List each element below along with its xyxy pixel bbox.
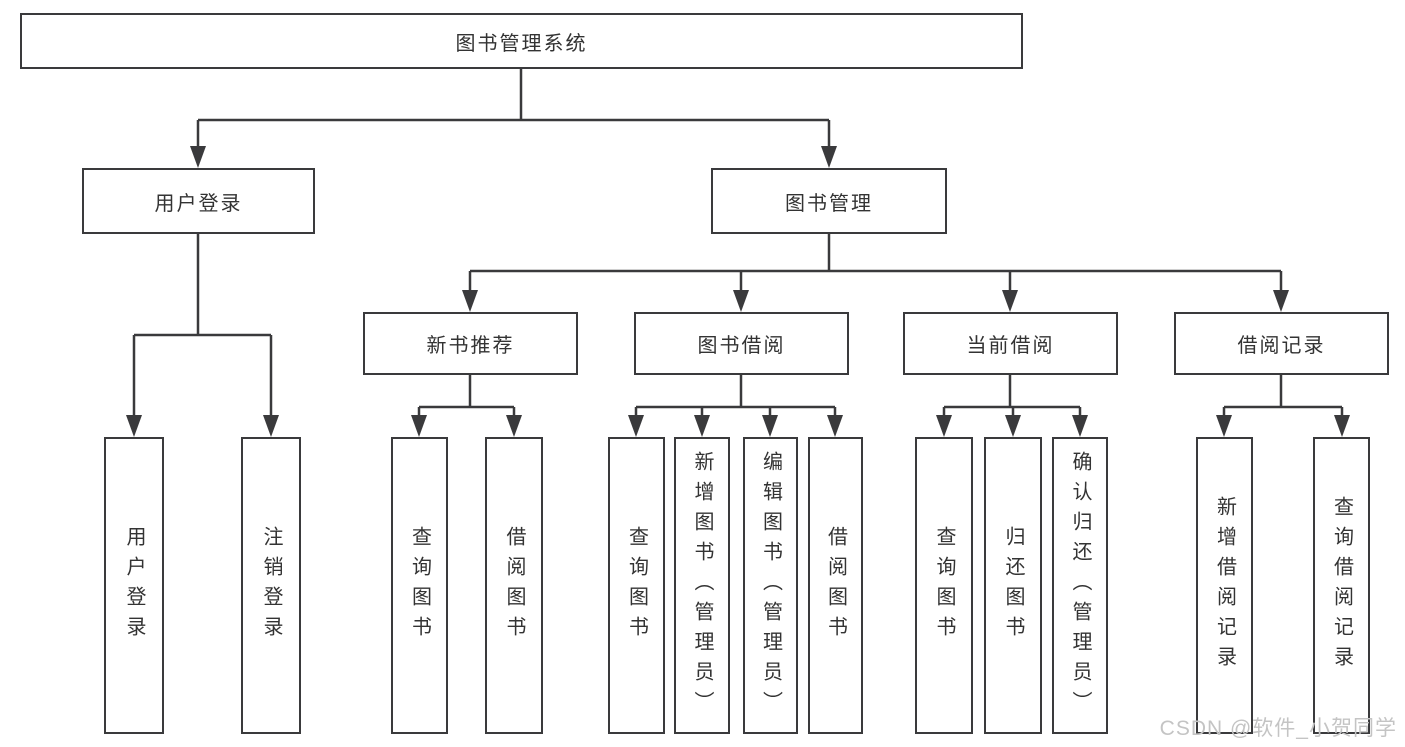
node-user-login: 用户登录: [82, 168, 315, 234]
leaf-user-login: 用户登录: [104, 437, 164, 734]
node-current-borrow-label: 当前借阅: [966, 335, 1055, 357]
leaf-query-borrow-record: 查询借阅记录: [1313, 437, 1370, 734]
leaf-query-books-current: 查询图书: [915, 437, 973, 734]
leaf-borrow-books-label: 借阅图书: [824, 525, 847, 646]
csdn-watermark: CSDN @软件_小贺同学: [1159, 717, 1397, 740]
node-user-login-label: 用户登录: [154, 192, 243, 215]
node-book-management: 图书管理: [711, 168, 947, 234]
leaf-confirm-return-admin-label: 确认归还（管理员）: [1069, 450, 1091, 721]
node-book-borrow-label: 图书借阅: [697, 335, 786, 357]
leaf-query-books-current-label: 查询图书: [933, 525, 955, 646]
leaf-query-books-borrow-label: 查询图书: [625, 525, 648, 646]
leaf-query-books-recommend-label: 查询图书: [408, 525, 431, 646]
leaf-logout-label: 注销登录: [260, 525, 282, 646]
leaf-query-borrow-record-label: 查询借阅记录: [1330, 495, 1353, 676]
node-current-borrow: 当前借阅: [903, 312, 1118, 375]
arrowheads: [126, 146, 1350, 437]
leaf-user-login-label: 用户登录: [123, 525, 145, 646]
leaf-add-books-admin-label: 新增图书（管理员）: [691, 450, 713, 721]
leaf-add-borrow-record-label: 新增借阅记录: [1213, 495, 1236, 676]
node-new-book-recommend-label: 新书推荐: [426, 335, 515, 357]
leaf-borrow-books-recommend-label: 借阅图书: [503, 525, 525, 646]
leaf-return-books-label: 归还图书: [1002, 525, 1024, 646]
node-borrow-records-label: 借阅记录: [1237, 335, 1326, 357]
node-book-management-label: 图书管理: [785, 192, 873, 215]
node-book-borrow: 图书借阅: [634, 312, 849, 375]
root-node-label: 图书管理系统: [455, 32, 588, 55]
leaf-add-borrow-record: 新增借阅记录: [1196, 437, 1253, 734]
leaf-query-books-borrow: 查询图书: [608, 437, 665, 734]
leaf-edit-books-admin-label: 编辑图书（管理员）: [759, 450, 782, 721]
node-borrow-records: 借阅记录: [1174, 312, 1389, 375]
root-node-library-system: 图书管理系统: [20, 13, 1023, 69]
leaf-borrow-books-recommend: 借阅图书: [485, 437, 543, 734]
leaf-edit-books-admin: 编辑图书（管理员）: [743, 437, 798, 734]
leaf-confirm-return-admin: 确认归还（管理员）: [1052, 437, 1108, 734]
leaf-return-books: 归还图书: [984, 437, 1042, 734]
leaf-add-books-admin: 新增图书（管理员）: [674, 437, 730, 734]
node-new-book-recommend: 新书推荐: [363, 312, 578, 375]
leaf-logout: 注销登录: [241, 437, 301, 734]
leaf-borrow-books: 借阅图书: [808, 437, 863, 734]
leaf-query-books-recommend: 查询图书: [391, 437, 448, 734]
